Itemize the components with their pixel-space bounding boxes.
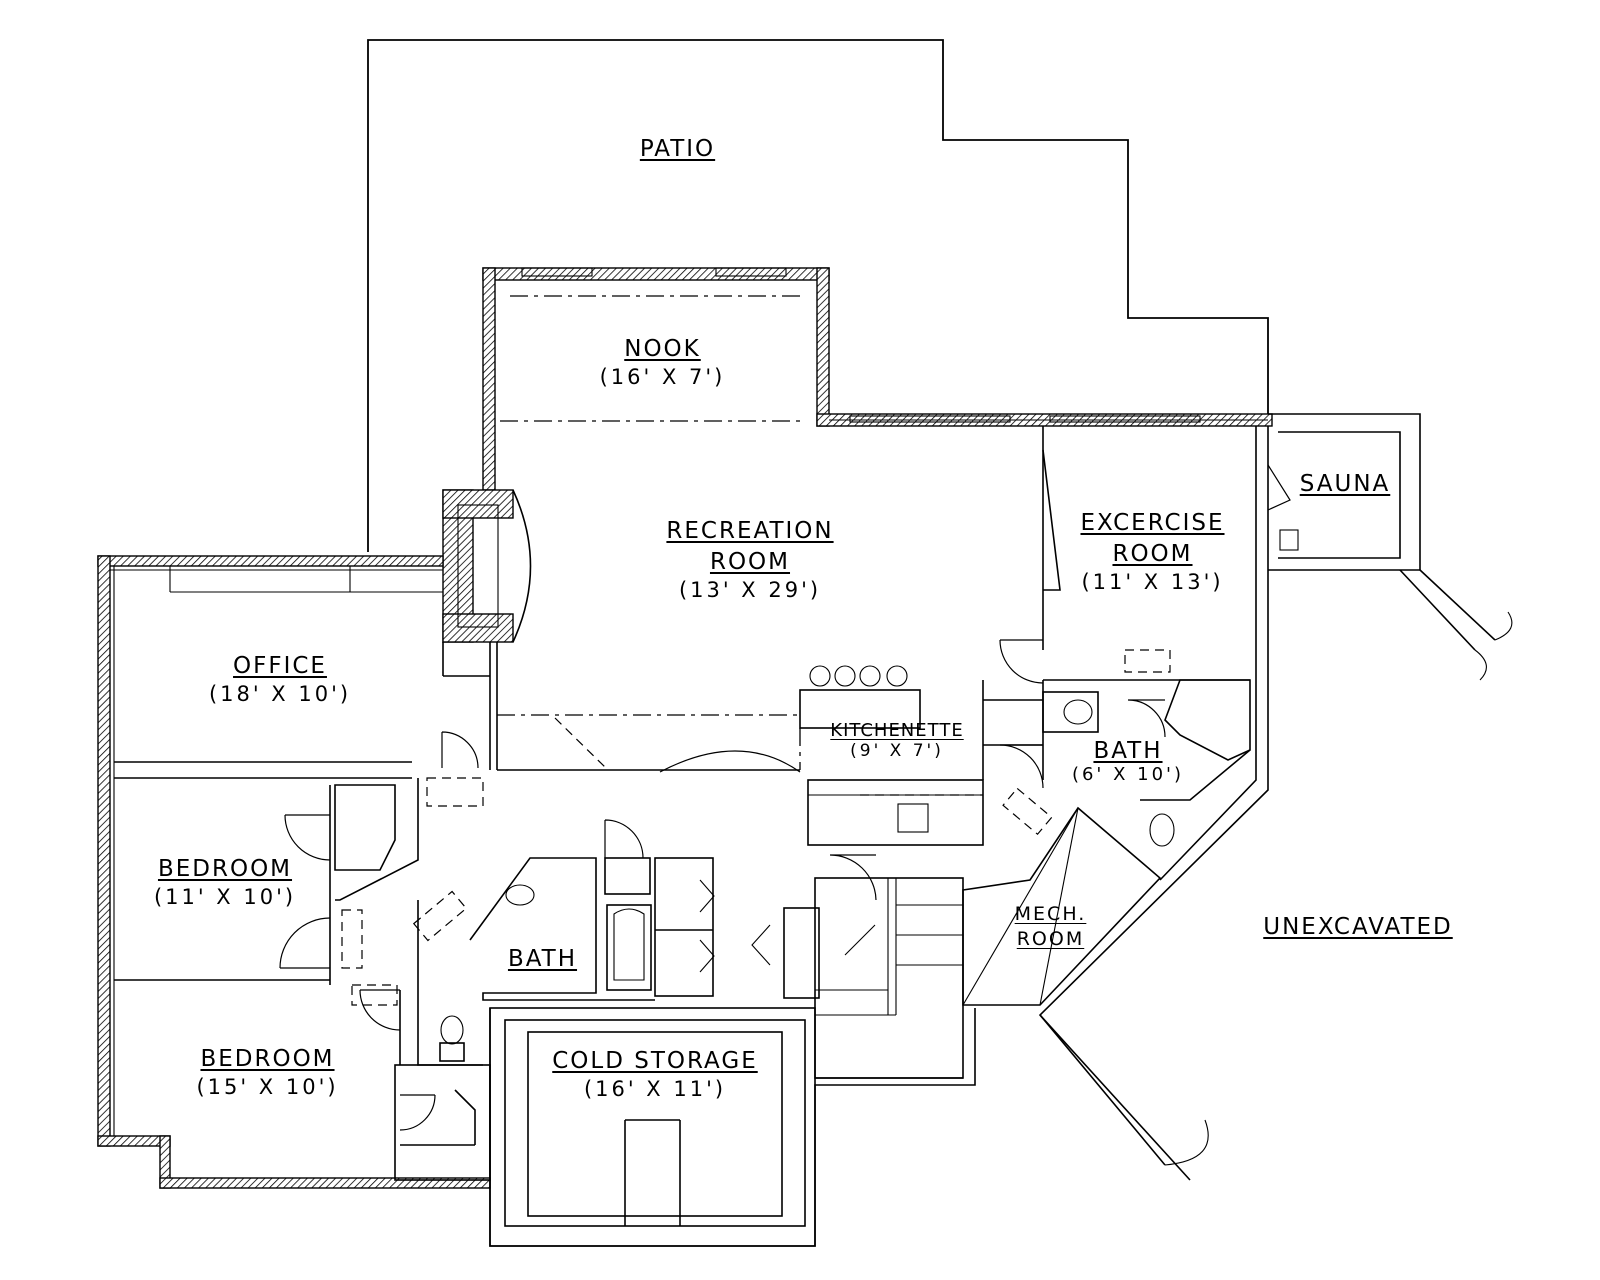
bath-upper-name: BATH	[1093, 738, 1163, 764]
bedroom-lower-size: (15' X 10')	[196, 1075, 339, 1099]
mech-room-name-1: MECH.	[1014, 903, 1087, 925]
patio-label: PATIO	[620, 138, 735, 161]
recreation-room-size: (13' X 29')	[678, 578, 822, 602]
office-label: OFFICE (18' X 10')	[200, 655, 360, 705]
cold-storage-name: COLD STORAGE	[552, 1048, 758, 1074]
bath-upper-label: BATH (6' X 10')	[1068, 740, 1188, 784]
cold-storage-size: (16' X 11')	[583, 1077, 727, 1101]
kitchenette-name: KITCHENETTE	[830, 720, 964, 741]
nook-size: (16' X 7')	[599, 365, 726, 389]
kitchenette-size: (9' X 7')	[850, 741, 944, 761]
doors	[279, 464, 1291, 1131]
exercise-room-name-2: ROOM	[1112, 541, 1193, 567]
bedroom-lower-label: BEDROOM (15' X 10')	[180, 1048, 355, 1098]
fireplace	[442, 489, 532, 643]
recreation-room-name-2: ROOM	[709, 549, 791, 575]
office-name: OFFICE	[233, 653, 327, 679]
recreation-room-label: RECREATION ROOM (13' X 29')	[640, 520, 860, 601]
nook-walls	[482, 267, 830, 491]
office-size: (18' X 10')	[208, 682, 352, 706]
bedroom-lower-name: BEDROOM	[200, 1046, 335, 1072]
bedroom-upper-size: (11' X 10')	[153, 885, 297, 909]
exercise-room-label: EXCERCISE ROOM (11' X 13')	[1060, 512, 1245, 593]
patio-name: PATIO	[639, 136, 716, 162]
mech-room-label: MECH. ROOM	[1003, 905, 1098, 949]
bath-lower-name: BATH	[507, 946, 578, 972]
sauna-name: SAUNA	[1299, 471, 1391, 497]
bedroom-upper-name: BEDROOM	[157, 856, 293, 882]
kitchenette-label: KITCHENETTE (9' X 7')	[812, 722, 982, 760]
bath-upper-size: (6' X 10')	[1071, 764, 1185, 785]
nook-name: NOOK	[624, 336, 701, 362]
bedroom-upper-label: BEDROOM (11' X 10')	[140, 858, 310, 908]
unexcavated-name: UNEXCAVATED	[1263, 914, 1453, 940]
patio-outline	[367, 39, 1269, 552]
north-wall	[816, 413, 1273, 427]
dashed-lines	[341, 649, 1171, 1006]
sauna-label: SAUNA	[1295, 473, 1395, 496]
exercise-room-size: (11' X 13')	[1081, 570, 1224, 594]
unexcavated-label: UNEXCAVATED	[1238, 916, 1478, 939]
mech-room-name-2: ROOM	[1016, 928, 1085, 950]
recreation-room-name-1: RECREATION	[666, 518, 834, 544]
cold-storage-label: COLD STORAGE (16' X 11')	[525, 1050, 785, 1100]
bath-lower-label: BATH	[495, 948, 590, 971]
nook-label: NOOK (16' X 7')	[590, 338, 735, 388]
west-wall	[97, 555, 491, 1189]
exercise-room-name-1: EXCERCISE	[1080, 510, 1225, 536]
